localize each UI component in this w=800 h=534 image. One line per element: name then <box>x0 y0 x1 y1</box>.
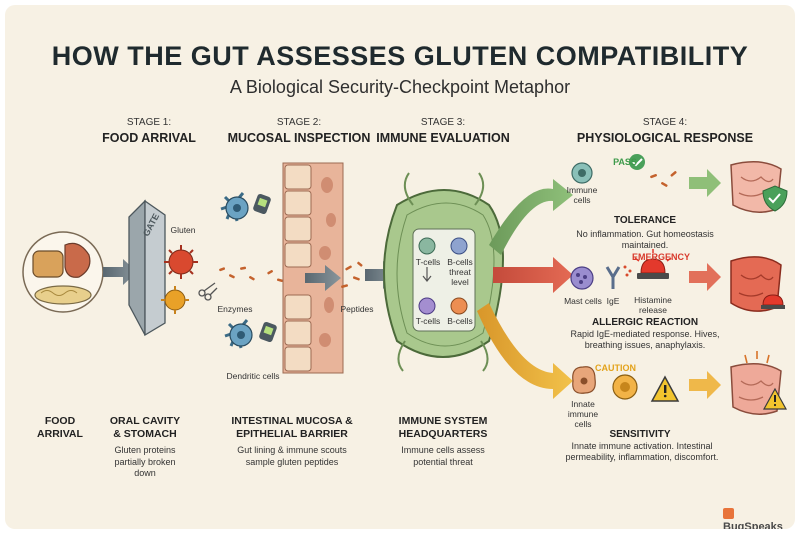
bottom-oral-heading: ORAL CAVITY & STOMACH <box>109 415 181 440</box>
enzymes-label: Enzymes <box>217 304 253 314</box>
allergy-arrow <box>493 257 573 293</box>
allergic-reaction-desc: Rapid IgE-mediated response. Hives, brea… <box>570 329 720 350</box>
stage-2-name: MUCOSAL INSPECTION <box>227 131 371 145</box>
stage-1-name: FOOD ARRIVAL <box>102 131 196 145</box>
immune-cells-label: Immune cells <box>566 185 598 205</box>
bcells-top-label: B-cells <box>447 257 473 267</box>
bcells-bottom-label: B-cells <box>447 316 473 326</box>
gate-icon: GATE <box>128 199 166 337</box>
tcells-top-label: T-cells <box>415 257 441 267</box>
stage-3-number: STAGE 3: <box>420 117 466 128</box>
brand-logo: BugSpeaks <box>723 508 795 529</box>
innate-cells-label: Innate immune cells <box>567 399 599 429</box>
scissors-icon <box>198 282 218 301</box>
brand-mark-icon <box>723 508 734 519</box>
stage-4-number: STAGE 4: <box>642 117 688 128</box>
brand-name: BugSpeaks <box>723 521 783 529</box>
pass-badge: PASS <box>613 157 637 167</box>
bottom-immune-desc: Immune cells assess potential threat <box>401 445 485 467</box>
bottom-food-arrival: FOOD ARRIVAL <box>37 415 83 440</box>
bread-icon <box>22 231 104 313</box>
shield-icon <box>762 185 788 212</box>
stage-2-number: STAGE 2: <box>276 117 322 128</box>
stage-3-name: IMMUNE EVALUATION <box>376 131 510 145</box>
stage-4-name: PHYSIOLOGICAL RESPONSE <box>576 131 754 145</box>
scanner-icon <box>253 193 277 343</box>
histamine-label: Histamine release <box>634 295 672 315</box>
gut-irritated-icon <box>730 351 788 415</box>
stage-1-number: STAGE 1: <box>126 117 172 128</box>
ige-label: IgE <box>606 296 620 306</box>
warning-icon <box>650 375 680 402</box>
gluten-label: Gluten <box>170 225 196 235</box>
threat-level-label: threat level <box>449 267 471 287</box>
mast-cells-label: Mast cells <box>564 296 602 306</box>
check-icon <box>629 154 645 170</box>
bottom-immune-heading: IMMUNE SYSTEM HEADQUARTERS <box>398 415 488 440</box>
gut-inflamed-icon <box>730 256 785 312</box>
page-subtitle: A Biological Security-Checkpoint Metapho… <box>229 77 571 97</box>
caution-badge: CAUTION <box>595 363 636 373</box>
tcells-bottom-label: T-cells <box>415 316 441 326</box>
dendritic-label: Dendritic cells <box>226 371 280 381</box>
sensitivity-desc: Innate immune activation. Intestinal per… <box>565 441 719 462</box>
allergic-reaction-title: ALLERGIC REACTION <box>591 317 699 328</box>
illustration: GATE <box>22 154 788 415</box>
alarm-icon <box>634 249 672 279</box>
tolerance-desc: No inflammation. Gut homeostasis maintai… <box>576 229 714 250</box>
gluten-icon <box>161 245 198 314</box>
tolerance-arrow <box>489 179 573 255</box>
sensitivity-arrow <box>477 303 573 399</box>
peptides-label: Peptides <box>340 304 374 314</box>
dendritic-cell-icon <box>220 192 253 349</box>
emergency-badge: EMERGENCY <box>631 252 690 262</box>
infographic-card: GATE <box>5 5 795 529</box>
bottom-oral-desc: Gluten proteins partially broken down <box>114 445 176 478</box>
sensitivity-title: SENSITIVITY <box>609 429 671 440</box>
bottom-mucosa-desc: Gut lining & immune scouts sample gluten… <box>237 445 347 467</box>
epithelium-icon <box>282 162 344 374</box>
lymph-node-icon <box>383 172 504 372</box>
bottom-mucosa-heading: INTESTINAL MUCOSA & EPITHELIAL BARRIER <box>231 415 353 440</box>
page-title: HOW THE GUT ASSESSES GLUTEN COMPATIBILIT… <box>51 41 749 71</box>
tolerance-title: TOLERANCE <box>613 215 677 226</box>
